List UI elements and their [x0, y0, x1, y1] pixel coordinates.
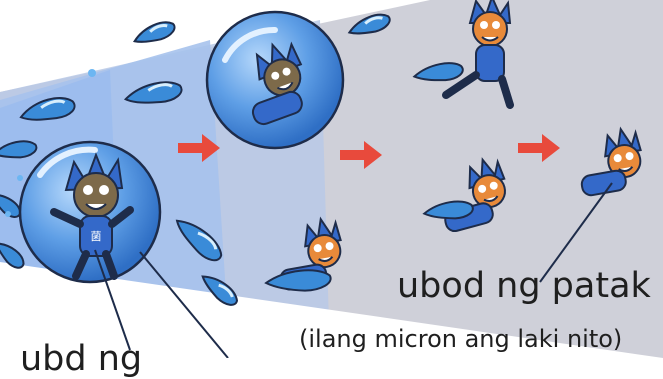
droplet-icon: [132, 18, 177, 49]
germ-mark: 菌: [91, 230, 102, 243]
left-label-cut: ubd ng: [20, 339, 142, 379]
core-label: ubod ng patak: [397, 266, 651, 306]
core-size-label: (ilang micron ang laki nito): [299, 325, 622, 353]
